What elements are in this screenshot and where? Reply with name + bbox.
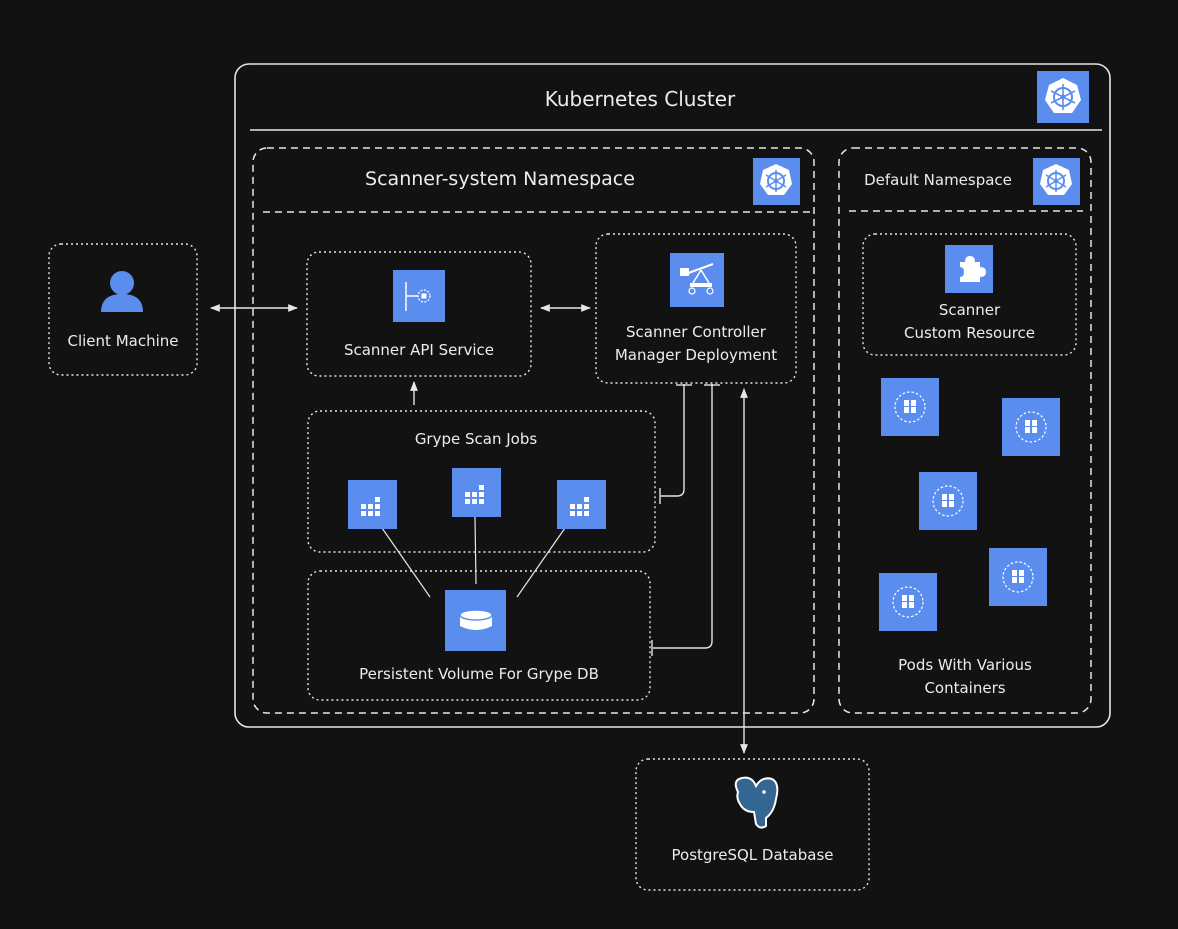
scanner-namespace-icon — [753, 158, 800, 205]
job-volume-link-1 — [381, 527, 431, 598]
pod-icon — [1002, 398, 1060, 456]
client-machine-label: Client Machine — [67, 332, 179, 350]
deployment-icon — [670, 253, 724, 307]
scan-jobs-title: Grype Scan Jobs — [414, 430, 538, 448]
user-icon — [101, 271, 143, 312]
controller-jobs-connector — [661, 384, 685, 497]
scan-jobs-box — [307, 410, 656, 553]
controller-label: Scanner Controller Manager Deployment — [614, 323, 778, 364]
kubernetes-cluster-box — [234, 63, 1111, 728]
custom-resource-box — [862, 233, 1077, 356]
cluster-title: Kubernetes Cluster — [544, 87, 736, 111]
pods-label: Pods With Various Containers — [898, 656, 1032, 697]
service-icon — [393, 270, 445, 322]
pod-icon — [919, 472, 977, 530]
api-service-box — [306, 251, 532, 377]
scanner-namespace-title: Scanner-system Namespace — [365, 168, 635, 190]
job-icon — [348, 480, 397, 529]
client-machine-box — [48, 243, 198, 376]
default-namespace-title: Default Namespace — [864, 171, 1012, 189]
default-namespace-box — [838, 147, 1092, 714]
default-namespace-icon — [1033, 158, 1080, 205]
api-service-label: Scanner API Service — [343, 341, 495, 359]
pod-icon — [881, 378, 939, 436]
kubernetes-icon — [1037, 71, 1089, 123]
job-volume-link-3 — [516, 527, 566, 598]
puzzle-icon — [945, 245, 993, 293]
controller-box — [595, 233, 797, 384]
job-icon — [557, 480, 606, 529]
pod-icon — [879, 573, 937, 631]
controller-volume-connector — [653, 384, 713, 649]
job-icon — [452, 468, 501, 517]
volume-icon — [445, 590, 506, 651]
scanner-namespace-box — [252, 147, 815, 714]
postgres-label: PostgreSQL Database — [671, 846, 834, 864]
volume-label: Persistent Volume For Grype DB — [359, 665, 599, 683]
job-volume-link-2 — [474, 516, 477, 585]
postgres-box — [635, 758, 870, 891]
postgresql-elephant-icon — [734, 776, 779, 829]
pod-icon — [989, 548, 1047, 606]
custom-resource-label: Scanner Custom Resource — [903, 301, 1036, 342]
